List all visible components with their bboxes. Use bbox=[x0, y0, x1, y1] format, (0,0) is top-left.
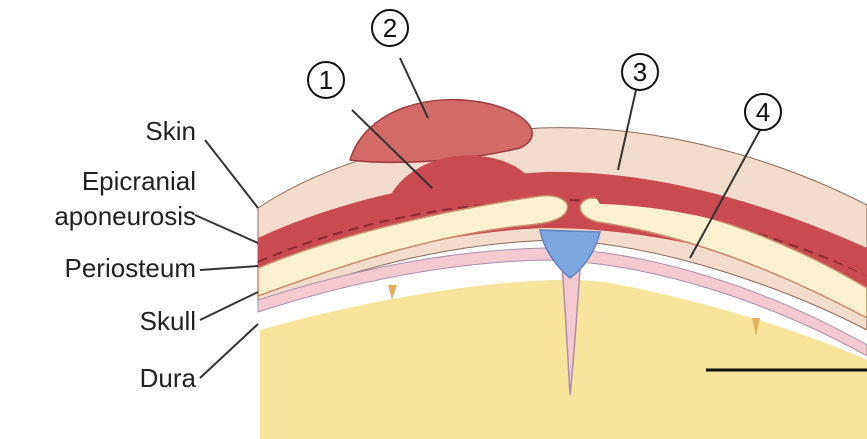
label-skull: Skull bbox=[140, 306, 196, 336]
label-epicranial-1: Epicranial bbox=[82, 166, 196, 196]
label-periosteum: Periosteum bbox=[65, 253, 197, 283]
label-skin: Skin bbox=[145, 116, 196, 146]
marker-1-text: 1 bbox=[319, 65, 333, 95]
label-dura: Dura bbox=[140, 363, 197, 393]
brain-mark-left bbox=[388, 285, 397, 300]
marker-3-text: 3 bbox=[633, 57, 647, 87]
marker-2: 2 bbox=[372, 10, 408, 46]
marker-3: 3 bbox=[622, 54, 658, 90]
marker-2-text: 2 bbox=[383, 13, 397, 43]
leader-epicranial bbox=[195, 215, 258, 243]
leader-dura bbox=[200, 324, 258, 378]
marker-1: 1 bbox=[308, 62, 344, 98]
label-epicranial-2: aponeurosis bbox=[54, 201, 196, 231]
sagittal-sinus bbox=[540, 230, 600, 278]
marker-4-text: 4 bbox=[756, 97, 770, 127]
leader-skull bbox=[200, 292, 258, 320]
leader-skin bbox=[205, 140, 258, 208]
leader-periosteum bbox=[200, 266, 258, 270]
marker-4: 4 bbox=[745, 94, 781, 130]
